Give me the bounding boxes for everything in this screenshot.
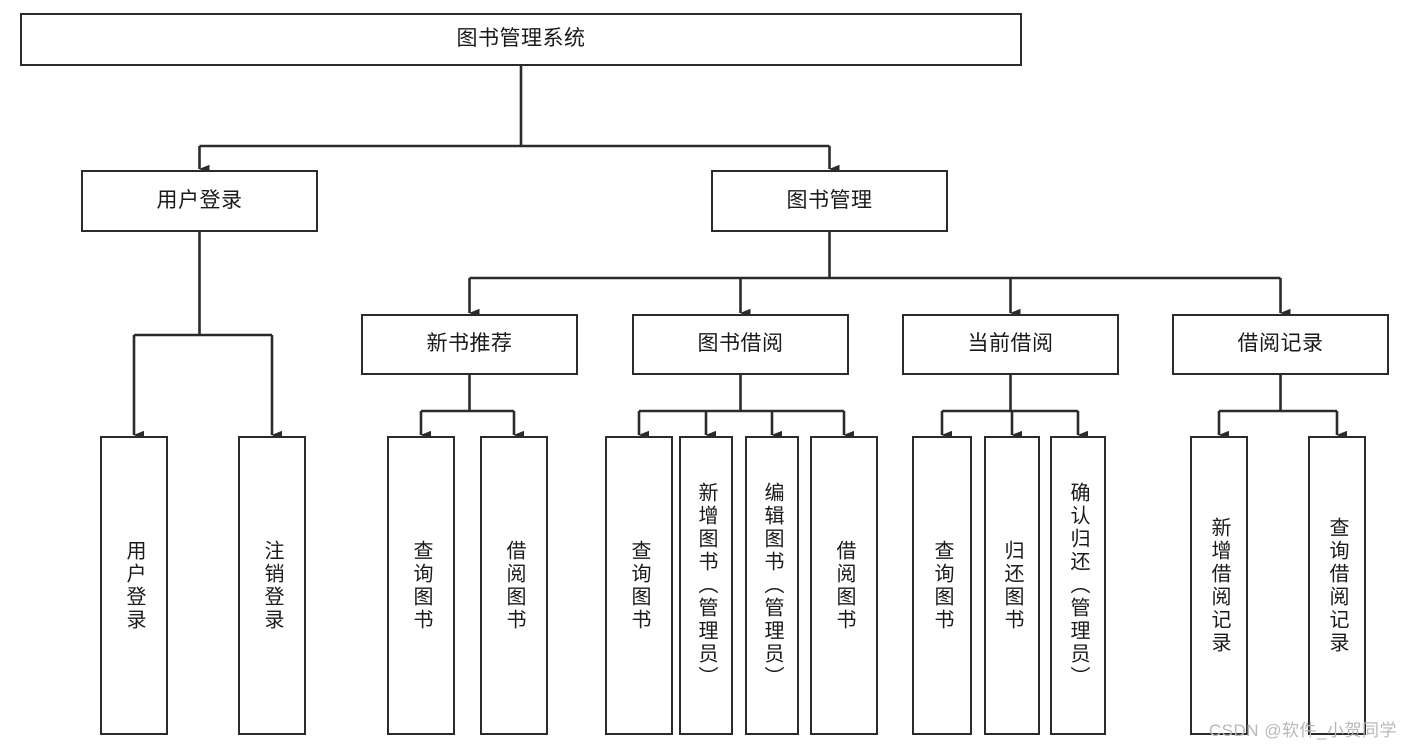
- node-label: 图书借阅: [697, 332, 784, 356]
- node-label: 归还图书: [1001, 539, 1023, 632]
- node-label: 用户登录: [156, 188, 243, 212]
- leaf-query-book-recommend[interactable]: 查询图书: [387, 436, 455, 735]
- node-label: 新增借阅记录: [1208, 516, 1230, 655]
- leaf-query-borrow-record[interactable]: 查询借阅记录: [1308, 436, 1366, 735]
- node-label: 借阅图书: [833, 539, 855, 632]
- node-label: 查询图书: [931, 539, 953, 632]
- leaf-borrow-book[interactable]: 借阅图书: [810, 436, 878, 735]
- leaf-add-book-admin[interactable]: 新增图书（管理员）: [679, 436, 733, 735]
- leaf-borrow-book-recommend[interactable]: 借阅图书: [480, 436, 548, 735]
- node-label: 图书管理系统: [456, 27, 586, 51]
- leaf-user-login[interactable]: 用户登录: [100, 436, 168, 735]
- leaf-confirm-return-admin[interactable]: 确认归还（管理员）: [1050, 436, 1106, 735]
- leaf-query-book-borrow[interactable]: 查询图书: [605, 436, 673, 735]
- node-label: 用户登录: [123, 539, 145, 632]
- node-root[interactable]: 图书管理系统: [20, 13, 1022, 66]
- node-label: 确认归还（管理员）: [1067, 482, 1089, 689]
- leaf-return-book[interactable]: 归还图书: [984, 436, 1040, 735]
- leaf-query-book-current[interactable]: 查询图书: [912, 436, 972, 735]
- node-user-login[interactable]: 用户登录: [81, 170, 318, 232]
- leaf-logout[interactable]: 注销登录: [238, 436, 306, 735]
- node-label: 查询图书: [628, 539, 650, 632]
- node-current-borrow[interactable]: 当前借阅: [902, 314, 1119, 375]
- node-book-management[interactable]: 图书管理: [711, 170, 948, 232]
- node-label: 注销登录: [261, 539, 283, 632]
- node-label: 查询借阅记录: [1326, 516, 1348, 655]
- node-borrow-record[interactable]: 借阅记录: [1172, 314, 1389, 375]
- node-label: 借阅图书: [503, 539, 525, 632]
- leaf-edit-book-admin[interactable]: 编辑图书（管理员）: [745, 436, 799, 735]
- node-label: 新增图书（管理员）: [695, 482, 717, 689]
- node-new-book-recommend[interactable]: 新书推荐: [361, 314, 578, 375]
- node-label: 编辑图书（管理员）: [761, 482, 783, 689]
- node-label: 当前借阅: [967, 332, 1054, 356]
- node-book-borrow[interactable]: 图书借阅: [632, 314, 849, 375]
- node-label: 借阅记录: [1237, 332, 1324, 356]
- node-label: 查询图书: [410, 539, 432, 632]
- node-label: 新书推荐: [426, 332, 513, 356]
- node-label: 图书管理: [786, 188, 873, 212]
- watermark: CSDN @软件_小贺同学: [1208, 721, 1397, 740]
- leaf-add-borrow-record[interactable]: 新增借阅记录: [1190, 436, 1248, 735]
